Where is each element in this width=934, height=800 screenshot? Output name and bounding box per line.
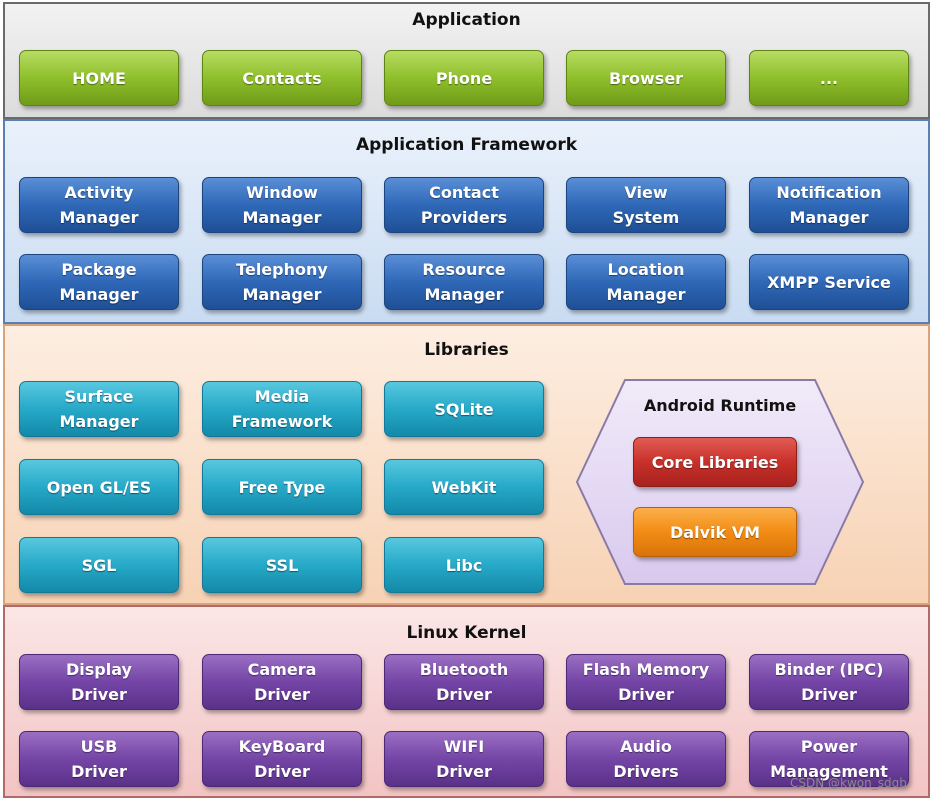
kernel-camera-driver: Camera Driver xyxy=(202,654,362,710)
app-more: ... xyxy=(749,50,909,106)
lib-ssl: SSL xyxy=(202,537,362,593)
kernel-audio-drivers: Audio Drivers xyxy=(566,731,726,787)
lib-free-type: Free Type xyxy=(202,459,362,515)
lib-opengl-es: Open GL/ES xyxy=(19,459,179,515)
fw-view-system: View System xyxy=(566,177,726,233)
lib-libc: Libc xyxy=(384,537,544,593)
app-browser: Browser xyxy=(566,50,726,106)
libraries-layer-title: Libraries xyxy=(424,340,509,360)
app-phone: Phone xyxy=(384,50,544,106)
kernel-binder-ipc-driver: Binder (IPC) Driver xyxy=(749,654,909,710)
lib-sqlite: SQLite xyxy=(384,381,544,437)
runtime-core-libraries: Core Libraries xyxy=(633,437,797,487)
kernel-layer-title: Linux Kernel xyxy=(406,623,527,643)
kernel-wifi-driver: WIFI Driver xyxy=(384,731,544,787)
lib-media-framework: Media Framework xyxy=(202,381,362,437)
kernel-usb-driver: USB Driver xyxy=(19,731,179,787)
android-runtime-title: Android Runtime xyxy=(643,396,797,415)
kernel-flash-memory-driver: Flash Memory Driver xyxy=(566,654,726,710)
fw-package-manager: Package Manager xyxy=(19,254,179,310)
lib-webkit: WebKit xyxy=(384,459,544,515)
lib-sgl: SGL xyxy=(19,537,179,593)
kernel-power-management: Power Management xyxy=(749,731,909,787)
app-home: HOME xyxy=(19,50,179,106)
fw-notification-manager: Notification Manager xyxy=(749,177,909,233)
app-contacts: Contacts xyxy=(202,50,362,106)
lib-surface-manager: Surface Manager xyxy=(19,381,179,437)
watermark: CSDN @kwon_sdqb xyxy=(790,776,907,790)
fw-xmpp-service: XMPP Service xyxy=(749,254,909,310)
runtime-dalvik-vm: Dalvik VM xyxy=(633,507,797,557)
fw-contact-providers: Contact Providers xyxy=(384,177,544,233)
fw-activity-manager: Activity Manager xyxy=(19,177,179,233)
framework-layer-title: Application Framework xyxy=(355,135,578,155)
fw-resource-manager: Resource Manager xyxy=(384,254,544,310)
fw-window-manager: Window Manager xyxy=(202,177,362,233)
fw-telephony-manager: Telephony Manager xyxy=(202,254,362,310)
kernel-display-driver: Display Driver xyxy=(19,654,179,710)
kernel-bluetooth-driver: Bluetooth Driver xyxy=(384,654,544,710)
application-layer-title: Application xyxy=(412,10,521,30)
fw-location-manager: Location Manager xyxy=(566,254,726,310)
kernel-keyboard-driver: KeyBoard Driver xyxy=(202,731,362,787)
